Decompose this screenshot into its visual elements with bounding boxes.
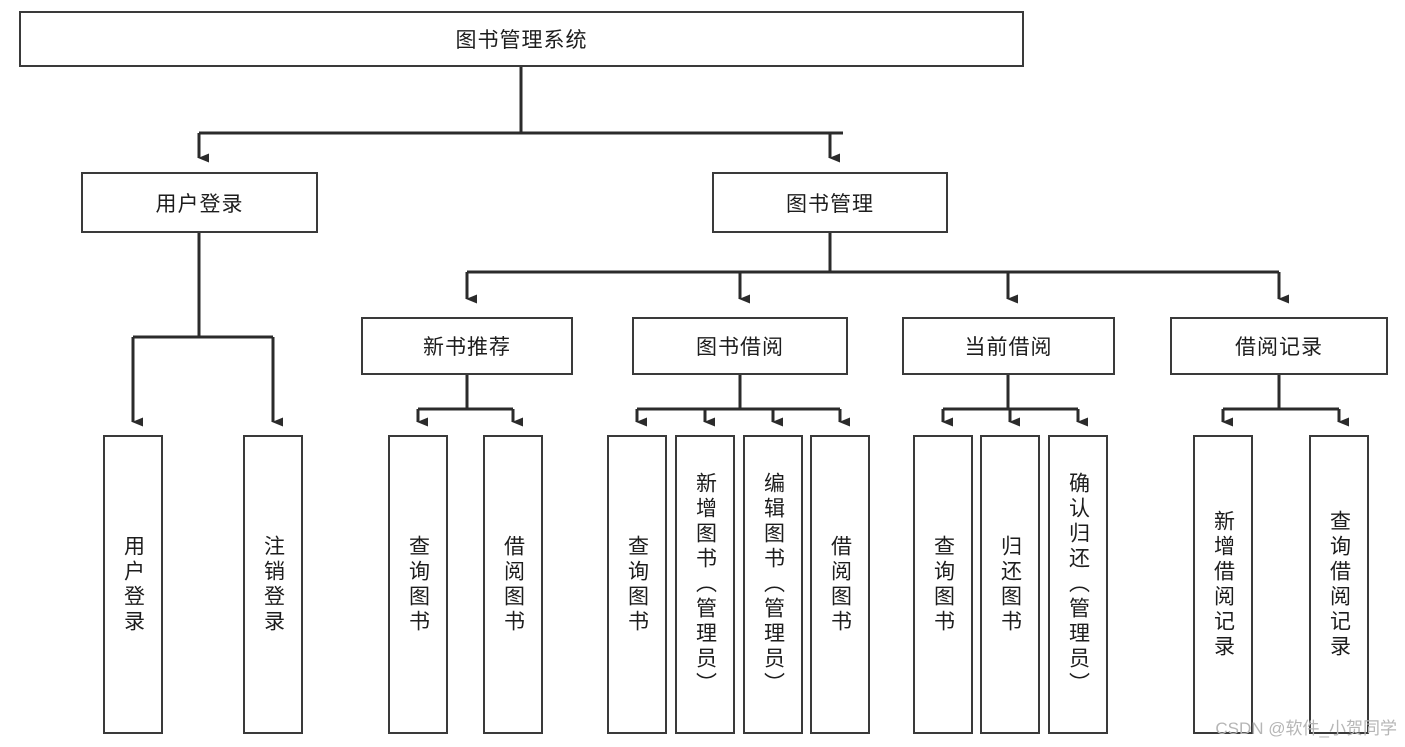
node-label: 新书推荐	[423, 336, 511, 359]
leaf-current-confirm-return-admin[interactable]: 确认归还（管理员）	[1048, 435, 1108, 734]
node-label: 图书借阅	[696, 336, 784, 359]
node-label: 查询借阅记录	[1327, 509, 1351, 660]
node-label: 借阅图书	[828, 534, 852, 635]
node-label: 用户登录	[121, 534, 145, 635]
node-label: 确认归还（管理员）	[1066, 472, 1090, 697]
node-label: 编辑图书（管理员）	[761, 472, 785, 697]
node-borrow-record[interactable]: 借阅记录	[1170, 317, 1388, 375]
node-book-management[interactable]: 图书管理	[712, 172, 948, 233]
leaf-current-return-book[interactable]: 归还图书	[980, 435, 1040, 734]
node-current-borrow[interactable]: 当前借阅	[902, 317, 1115, 375]
node-label: 借阅图书	[501, 534, 525, 635]
leaf-borrow-add-book-admin[interactable]: 新增图书（管理员）	[675, 435, 735, 734]
node-label: 注销登录	[261, 534, 285, 635]
node-user-login[interactable]: 用户登录	[81, 172, 318, 233]
leaf-record-query[interactable]: 查询借阅记录	[1309, 435, 1369, 734]
leaf-user-login-login[interactable]: 用户登录	[103, 435, 163, 734]
node-label: 新增图书（管理员）	[693, 472, 717, 697]
leaf-current-query-book[interactable]: 查询图书	[913, 435, 973, 734]
node-label: 当前借阅	[964, 336, 1053, 359]
node-label: 图书管理	[786, 192, 874, 216]
node-new-book-recommend[interactable]: 新书推荐	[361, 317, 573, 375]
node-root-system[interactable]: 图书管理系统	[19, 11, 1024, 67]
leaf-borrow-edit-book-admin[interactable]: 编辑图书（管理员）	[743, 435, 803, 734]
node-label: 归还图书	[998, 534, 1022, 635]
node-label: 查询图书	[406, 534, 430, 635]
leaf-user-login-logout[interactable]: 注销登录	[243, 435, 303, 734]
node-label: 图书管理系统	[455, 29, 588, 52]
leaf-new-book-borrow[interactable]: 借阅图书	[483, 435, 543, 734]
leaf-new-book-query[interactable]: 查询图书	[388, 435, 448, 734]
leaf-borrow-borrow-book[interactable]: 借阅图书	[810, 435, 870, 734]
leaf-borrow-query-book[interactable]: 查询图书	[607, 435, 667, 734]
node-label: 查询图书	[625, 534, 649, 635]
node-label: 新增借阅记录	[1211, 509, 1235, 660]
node-book-borrow[interactable]: 图书借阅	[632, 317, 848, 375]
node-label: 用户登录	[155, 192, 244, 216]
node-label: 查询图书	[931, 534, 955, 635]
leaf-record-add[interactable]: 新增借阅记录	[1193, 435, 1253, 734]
node-label: 借阅记录	[1235, 336, 1323, 359]
